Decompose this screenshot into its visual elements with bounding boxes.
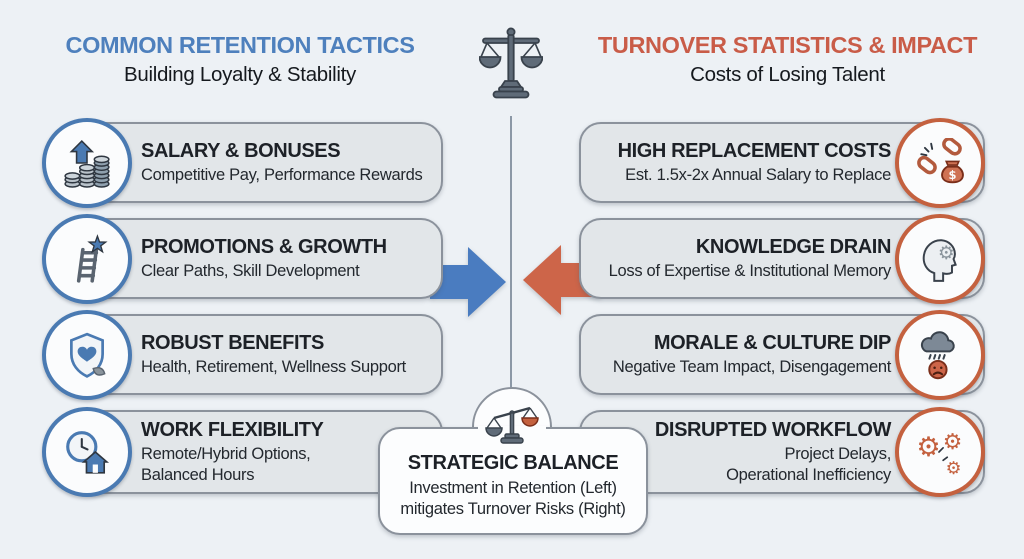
card-subtitle-line: Health, Retirement, Wellness Support <box>141 358 406 376</box>
card-salary-bonuses: SALARY & BONUSES Competitive Pay, Perfor… <box>42 117 443 208</box>
card-subtitle-line: Est. 1.5x-2x Annual Salary to Replace <box>625 166 891 184</box>
card-subtitle-line: Competitive Pay, Performance Rewards <box>141 166 423 184</box>
card-morale-culture-dip: MORALE & CULTURE DIP Negative Team Impac… <box>579 309 985 400</box>
card-subtitle-line: Clear Paths, Skill Development <box>141 262 360 280</box>
red-left-arrow <box>523 245 601 315</box>
left-column-subtitle: Building Loyalty & Stability <box>123 63 357 86</box>
balance-box-line1: Investment in Retention (Left) <box>409 479 617 497</box>
svg-text:⚙: ⚙ <box>916 432 940 463</box>
card-subtitle-line: Remote/Hybrid Options, <box>141 445 311 463</box>
clock-home-icon <box>42 407 132 497</box>
card-knowledge-drain: ⚙ KNOWLEDGE DRAIN Loss of Expertise & In… <box>579 213 985 304</box>
broken-chain-money-bag-icon: $ <box>895 117 985 208</box>
svg-text:⚙: ⚙ <box>943 430 963 455</box>
card-robust-benefits: ROBUST BENEFITS Health, Retirement, Well… <box>42 309 443 400</box>
right-column-title: TURNOVER STATISTICS & IMPACT <box>597 32 978 58</box>
card-title: ROBUST BENEFITS <box>141 332 324 354</box>
svg-text:⚙: ⚙ <box>946 459 962 477</box>
rain-cloud-sad-face-icon <box>895 309 985 400</box>
left-column-header: COMMON RETENTION TACTICS Building Loyalt… <box>10 30 470 88</box>
card-subtitle-line: Balanced Hours <box>141 466 255 484</box>
balance-box-title: STRATEGIC BALANCE <box>407 452 619 474</box>
card-title: PROMOTIONS & GROWTH <box>141 236 387 258</box>
card-title: MORALE & CULTURE DIP <box>653 332 892 354</box>
card-title: WORK FLEXIBILITY <box>141 419 324 441</box>
svg-text:⚙: ⚙ <box>938 243 955 264</box>
center-divider-line <box>510 116 512 390</box>
card-title: SALARY & BONUSES <box>141 140 341 162</box>
tilted-balance-scale-icon <box>485 406 539 444</box>
card-high-replacement-costs: $ HIGH REPLACEMENT COSTS Est. 1.5x-2x An… <box>579 117 985 208</box>
shield-heart-leaf-icon <box>42 309 132 400</box>
card-promotions-growth: PROMOTIONS & GROWTH Clear Paths, Skill D… <box>42 213 443 304</box>
broken-gears-icon: ⚙ ⚙ ⚙ <box>895 407 985 497</box>
card-subtitle-line: Loss of Expertise & Institutional Memory <box>608 262 892 280</box>
card-subtitle-line: Negative Team Impact, Disengagement <box>612 358 891 376</box>
card-subtitle-line: Project Delays, <box>784 445 892 463</box>
coins-up-arrow-icon <box>42 117 132 208</box>
card-subtitle-line: Operational Inefficiency <box>726 466 891 484</box>
left-column-title: COMMON RETENTION TACTICS <box>65 32 415 58</box>
balance-box-line2: mitigates Turnover Risks (Right) <box>400 500 626 518</box>
ladder-star-icon <box>42 213 132 304</box>
svg-text:$: $ <box>949 168 957 182</box>
card-title: DISRUPTED WORKFLOW <box>654 419 892 441</box>
head-gear-icon: ⚙ <box>895 213 985 304</box>
strategic-balance-box <box>378 427 648 535</box>
card-title: KNOWLEDGE DRAIN <box>695 236 892 258</box>
right-column-header: TURNOVER STATISTICS & IMPACT Costs of Lo… <box>560 30 1015 88</box>
right-column-subtitle: Costs of Losing Talent <box>690 63 885 86</box>
card-title: HIGH REPLACEMENT COSTS <box>617 140 892 162</box>
blue-right-arrow <box>430 247 506 317</box>
balance-scale-icon <box>479 27 543 99</box>
